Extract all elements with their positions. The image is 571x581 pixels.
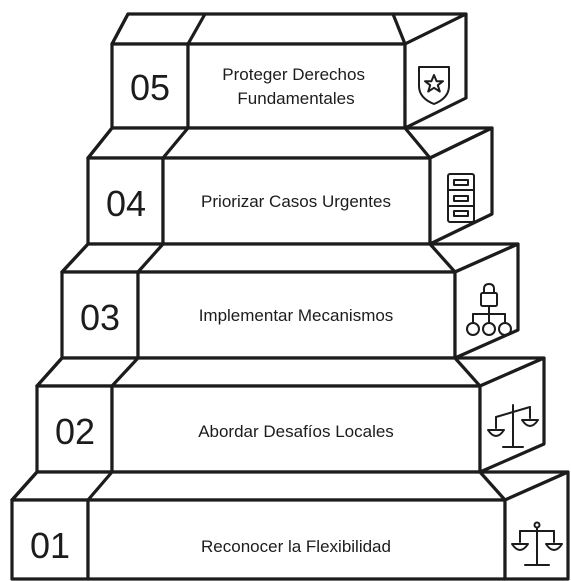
step-04-number: 04 — [106, 183, 146, 224]
step-03: 03 Implementar Mecanismos — [60, 242, 520, 360]
step-01: 01 Reconocer la Flexibilidad — [10, 470, 570, 581]
step-03-label: Implementar Mecanismos — [199, 306, 394, 325]
step-04-front — [86, 126, 494, 246]
step-05: 05 Proteger Derechos Fundamentales — [110, 12, 468, 130]
step-04-top-face — [86, 126, 494, 160]
step-05-front — [110, 12, 468, 130]
step-02-top-face — [35, 356, 546, 388]
step-02: 02 Abordar Desafíos Locales — [35, 356, 546, 474]
scales-balance-icon — [511, 521, 563, 566]
step-02-number: 02 — [55, 411, 95, 452]
step-01-label: Reconocer la Flexibilidad — [201, 537, 391, 556]
step-05-label: Proteger Derechos Fundamentales — [222, 65, 369, 108]
step-01-top-face — [10, 470, 570, 502]
step-01-number: 01 — [30, 525, 70, 566]
step-04-label: Priorizar Casos Urgentes — [201, 192, 391, 211]
shield-star-icon — [418, 66, 450, 105]
step-03-number: 03 — [80, 297, 120, 338]
step-02-front — [35, 356, 546, 474]
step-05-number: 05 — [130, 67, 170, 108]
step-03-front — [60, 242, 520, 360]
locked-network-icon — [466, 283, 512, 336]
step-05-label-line-1: Proteger Derechos — [222, 65, 365, 84]
step-04: 04 Priorizar Casos Urgentes — [86, 126, 494, 246]
step-05-label-line-2: Fundamentales — [237, 89, 354, 108]
file-cabinet-icon — [447, 173, 475, 223]
step-03-top-face — [60, 242, 520, 274]
tilted-scales-icon — [487, 404, 539, 448]
step-02-label: Abordar Desafíos Locales — [198, 422, 394, 441]
step-01-front — [10, 470, 570, 581]
